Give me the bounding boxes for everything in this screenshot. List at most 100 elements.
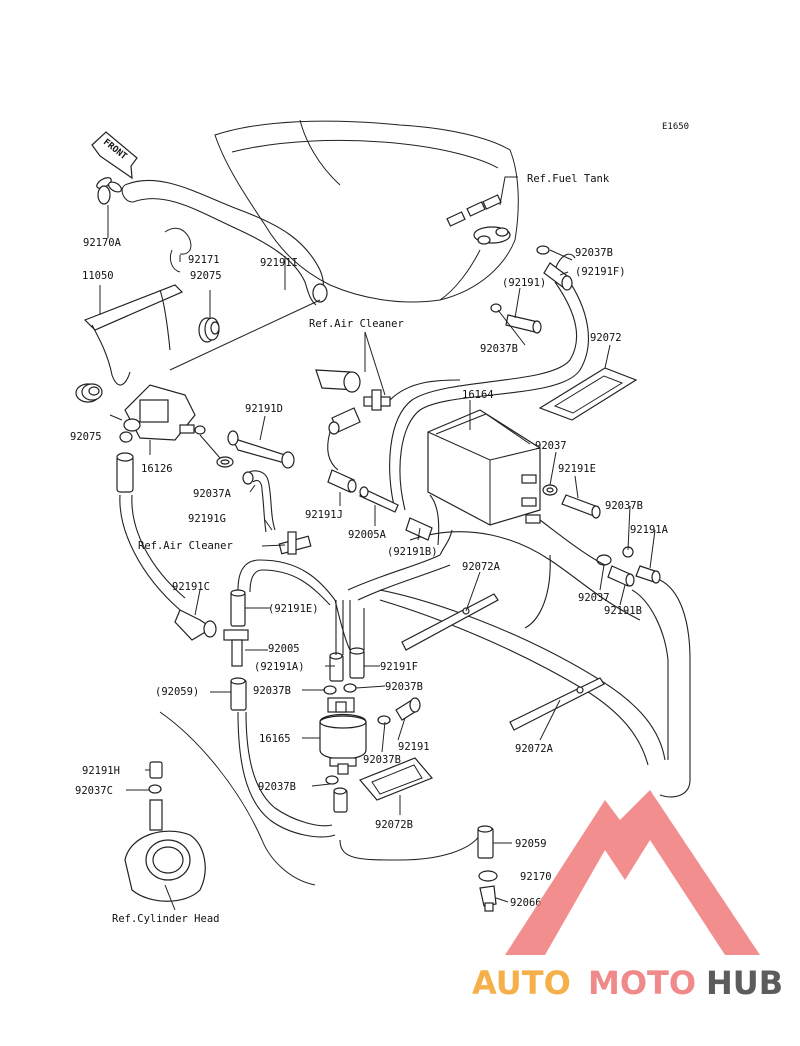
- label-92037B-mid: 92037B: [480, 343, 518, 355]
- label-92037B-upper: 92037B: [575, 247, 613, 259]
- label-92037-upper: 92037: [535, 440, 567, 452]
- clip-92170A: [96, 177, 122, 205]
- label-92037A: 92037A: [193, 488, 232, 500]
- hose-92059-paren: [230, 677, 247, 711]
- hose-92191F-paren: [543, 262, 573, 291]
- hose-92191F: [349, 647, 365, 679]
- main-vent-hose: [121, 179, 328, 306]
- label-92072A-upper: 92072A: [462, 561, 501, 573]
- label-92191G: 92191G: [188, 513, 226, 525]
- label-92059: 92059: [515, 838, 547, 850]
- label-92171: 92171: [188, 254, 220, 266]
- label-92005A: 92005A: [348, 529, 387, 541]
- label-ref-air-cleaner-lower: Ref.Air Cleaner: [138, 540, 233, 552]
- label-92191E: 92191E: [558, 463, 596, 475]
- hose-92191D: [227, 430, 295, 469]
- cylinder-head-fitting: [124, 711, 316, 902]
- label-92191H: 92191H: [82, 765, 120, 777]
- label-92191I: 92191I: [260, 257, 298, 269]
- label-92072A-lower: 92072A: [515, 743, 554, 755]
- front-arrow: FRONT: [91, 131, 138, 180]
- diagram-code: E1650: [662, 122, 689, 132]
- hose-92191B: [607, 565, 635, 587]
- label-92170: 92170: [520, 871, 552, 883]
- label-92191F: 92191F: [380, 661, 418, 673]
- clip-92170: [478, 870, 498, 882]
- band-92072: [538, 367, 638, 421]
- label-11050: 11050: [82, 270, 114, 282]
- label-92191E-paren: (92191E): [268, 603, 319, 615]
- label-92037B-filter-right: 92037B: [385, 681, 423, 693]
- label-92191A-paren: (92191A): [254, 661, 305, 673]
- watermark-logo: [505, 790, 760, 955]
- grommet-92075-b: [75, 383, 103, 403]
- part-labels: E1650 Ref.Fuel Tank 92170A 92171 11050 9…: [70, 122, 689, 925]
- tee-92005: [223, 629, 249, 667]
- label-92075-lower: 92075: [70, 431, 102, 443]
- label-92072B: 92072B: [375, 819, 413, 831]
- label-ref-cylinder-head: Ref.Cylinder Head: [112, 913, 219, 925]
- watermark-auto: AUTO: [472, 964, 571, 1002]
- label-92170A: 92170A: [83, 237, 122, 249]
- fuel-tank-outline: [214, 119, 519, 303]
- hose-under-filter: [333, 787, 348, 813]
- band-92072B: [359, 757, 433, 801]
- leader-lines: [99, 176, 656, 911]
- upper-right-hose: [389, 253, 589, 511]
- label-92191J: 92191J: [305, 509, 343, 521]
- grommet-92075-a: [198, 317, 220, 343]
- label-92037B-right: 92037B: [605, 500, 643, 512]
- hose-92191C: [174, 609, 217, 641]
- label-92191A: 92191A: [630, 524, 669, 536]
- label-92037B-filter-low: 92037B: [363, 754, 401, 766]
- hose-92191E: [561, 494, 601, 519]
- hose-long-left: [119, 494, 186, 611]
- fitting-92066: [479, 885, 497, 912]
- watermark-hub: HUB: [706, 964, 783, 1002]
- label-92191C: 92191C: [172, 581, 210, 593]
- valve-16126: [119, 299, 321, 443]
- clamp-near-92191D: [199, 434, 234, 468]
- clamps-92037B-middle: [323, 683, 391, 785]
- label-92191F-paren: (92191F): [575, 266, 626, 278]
- label-16164: 16164: [462, 389, 494, 401]
- label-92191: 92191: [398, 741, 430, 753]
- label-92072: 92072: [590, 332, 622, 344]
- canister-16164: [427, 409, 541, 526]
- filter-16165: [319, 697, 367, 775]
- label-16126: 16126: [141, 463, 173, 475]
- clamp-92037-upper: [542, 484, 558, 496]
- bracket-11050: [83, 227, 192, 386]
- tee-fitting-lower: [278, 531, 312, 555]
- hose-92059: [477, 825, 494, 859]
- hose-left-upper: [116, 452, 134, 493]
- central-hose-lines: [237, 529, 481, 861]
- label-92005: 92005: [268, 643, 300, 655]
- label-92191-paren: (92191): [502, 277, 546, 289]
- label-16165: 16165: [259, 733, 291, 745]
- label-92075-upper: 92075: [190, 270, 222, 282]
- hose-92191B-paren: [405, 517, 433, 541]
- label-92191B-paren: (92191B): [387, 546, 438, 558]
- hose-92191J: [327, 469, 357, 493]
- label-92191B: 92191B: [604, 605, 642, 617]
- label-92191D: 92191D: [245, 403, 283, 415]
- label-92066: 92066: [510, 897, 542, 909]
- hose-92191A-paren: [329, 652, 344, 682]
- label-92037C: 92037C: [75, 785, 113, 797]
- right-hose-lines: [379, 494, 691, 798]
- band-92072A-lower: [509, 677, 605, 731]
- label-ref-air-cleaner-upper: Ref.Air Cleaner: [309, 318, 404, 330]
- watermark-text: AUTO MOTO HUB: [472, 964, 783, 1002]
- label-ref-fuel-tank: Ref.Fuel Tank: [527, 173, 610, 185]
- hose-92191-paren: [490, 303, 542, 334]
- hose-92191A: [635, 565, 661, 584]
- clamp-92037-lower: [596, 554, 612, 566]
- hose-middle-lines: [335, 600, 365, 655]
- hose-92191G: [242, 470, 276, 533]
- air-cleaner-fittings: [315, 369, 461, 471]
- tank-fittings: [446, 194, 511, 245]
- label-92037-lower: 92037: [578, 592, 610, 604]
- label-92037B-bottom: 92037B: [258, 781, 296, 793]
